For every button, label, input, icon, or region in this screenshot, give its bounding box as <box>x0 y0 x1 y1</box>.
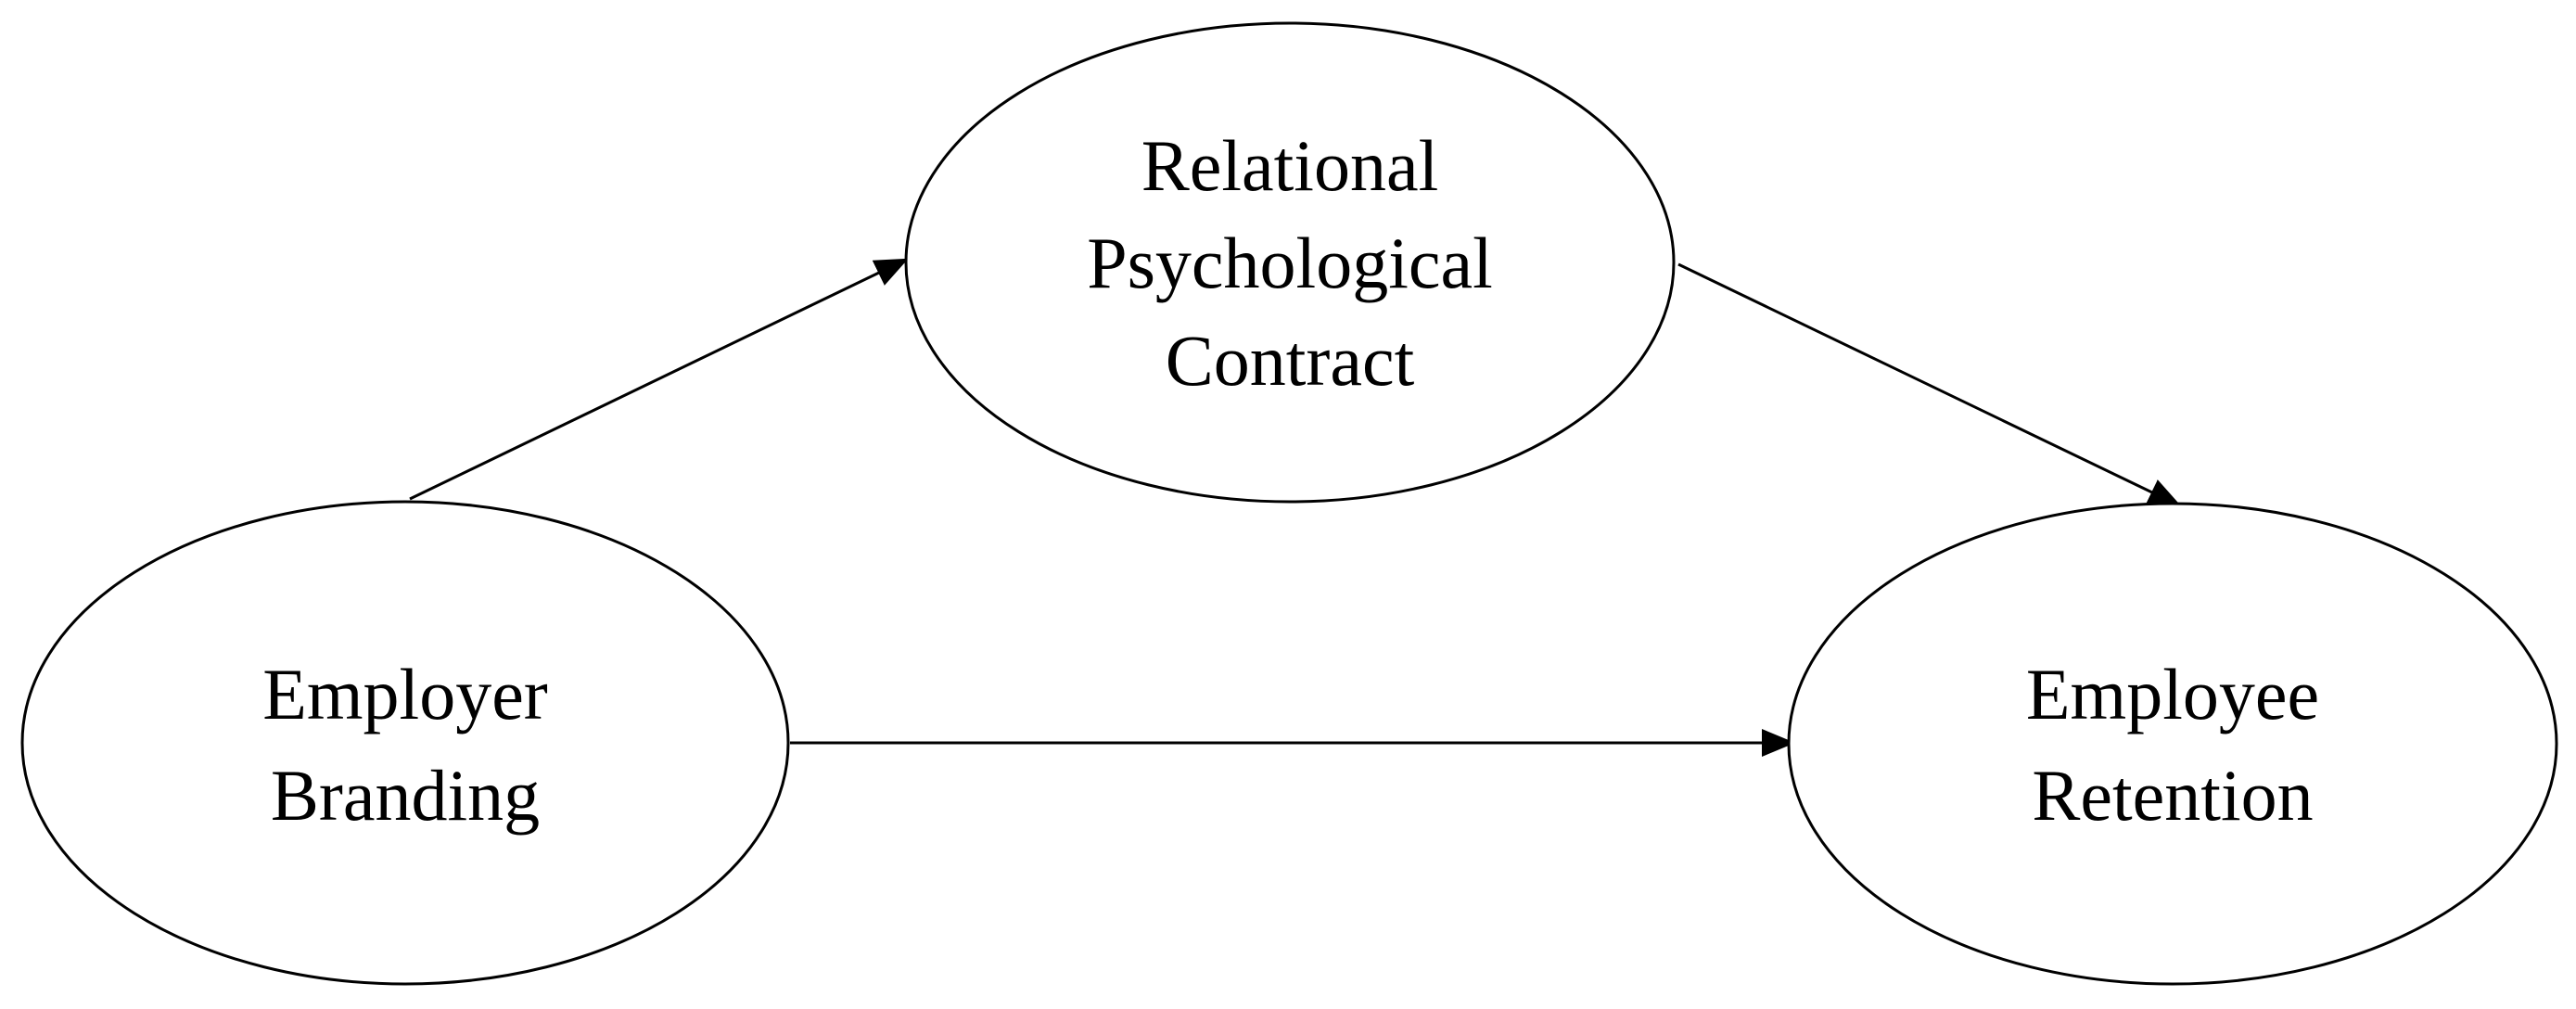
edge-contract-to-retention <box>1677 262 2182 507</box>
edge-branding-to-contract <box>409 258 909 501</box>
node-employer-branding: Employer Branding <box>20 500 790 986</box>
node-label-line: Branding <box>271 755 540 836</box>
node-label-line: Relational <box>1141 125 1439 206</box>
node-label-line: Contract <box>1166 320 1415 401</box>
node-label-line: Psychological <box>1087 223 1493 303</box>
node-label-line: Employer <box>262 654 548 734</box>
node-label-line: Retention <box>2032 755 2313 836</box>
node-label-line: Employee <box>2026 654 2319 734</box>
node-relational-psychological-contract: Relational Psychological Contract <box>904 21 1676 504</box>
node-employee-retention: Employee Retention <box>1787 502 2558 986</box>
